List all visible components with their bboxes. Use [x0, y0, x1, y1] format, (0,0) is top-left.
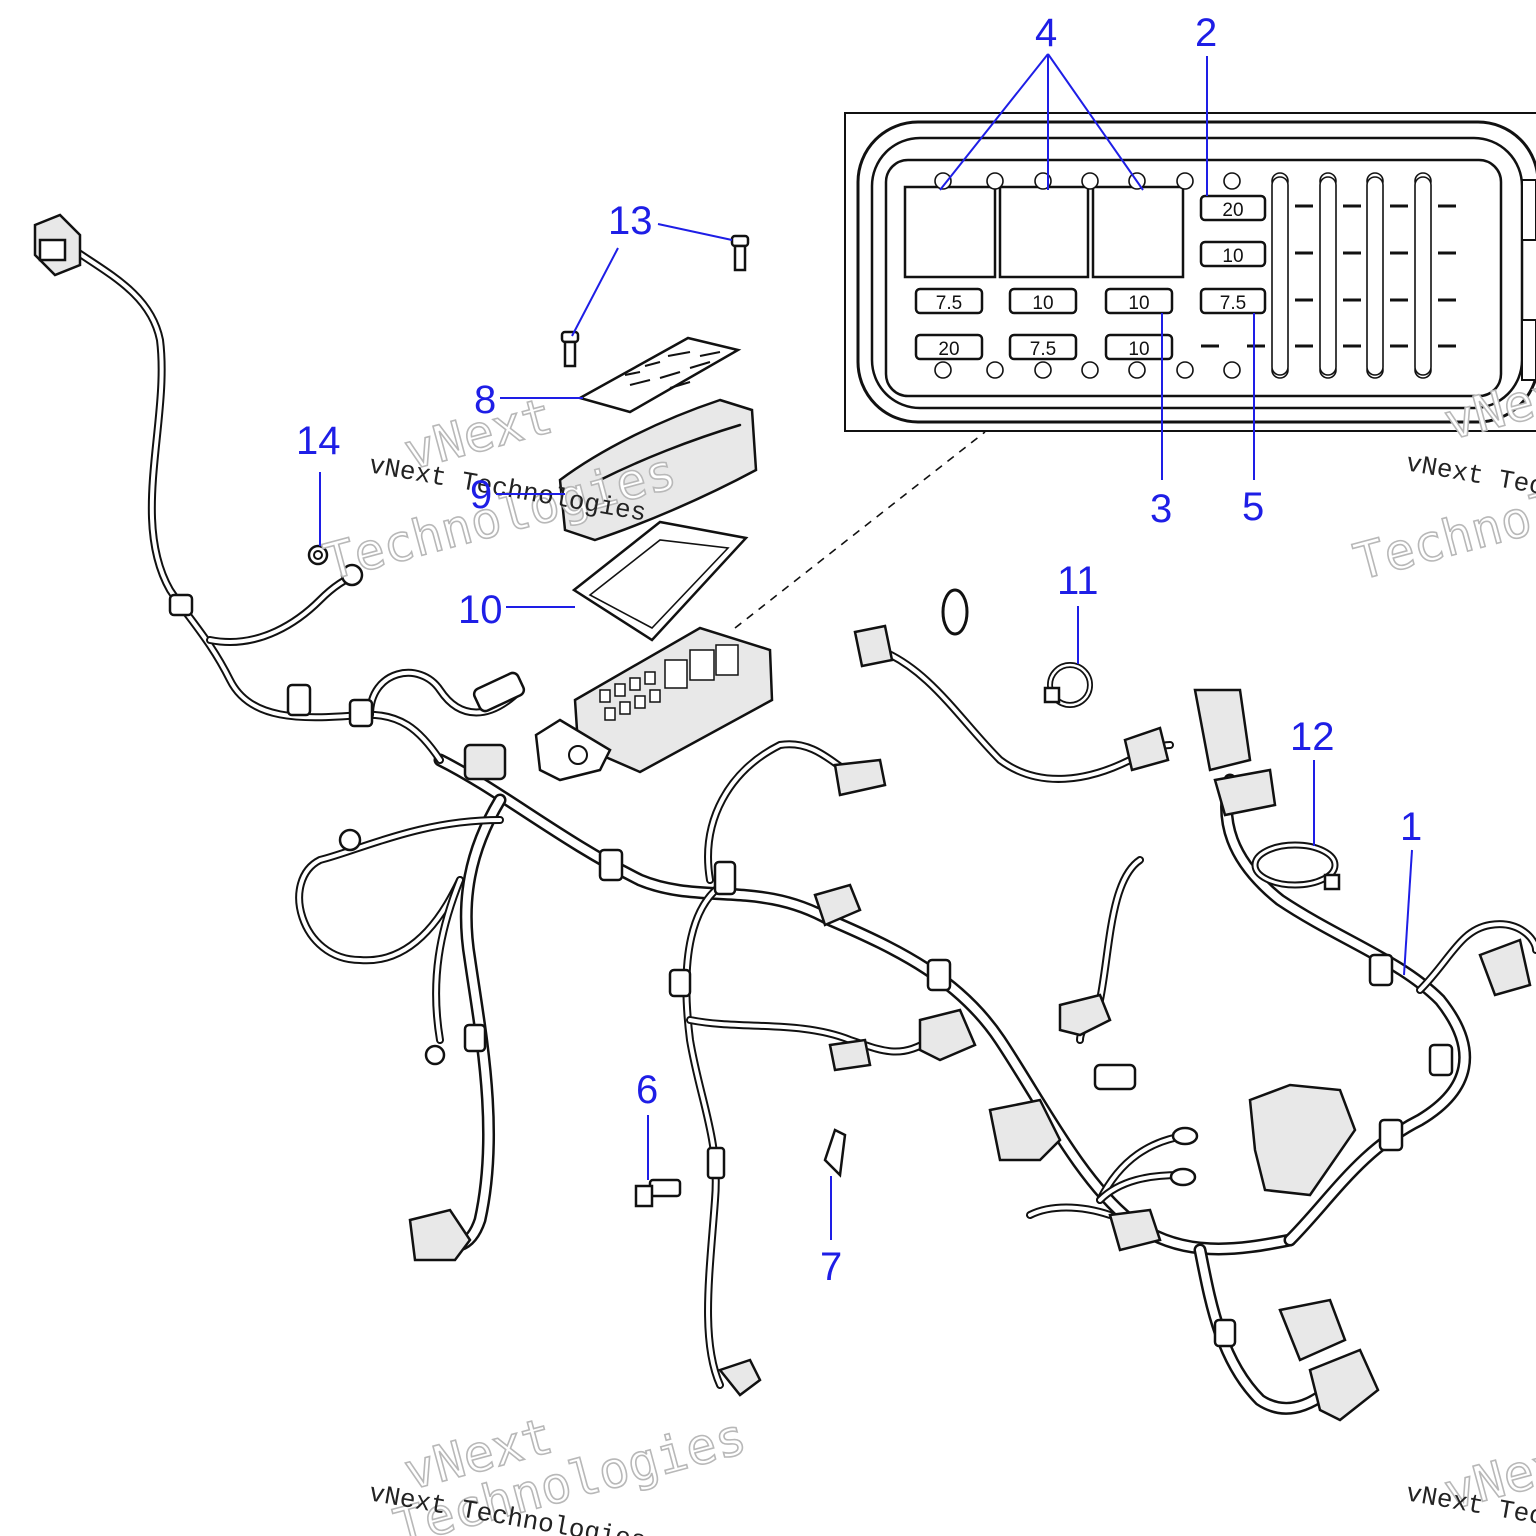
fuse-box-label	[576, 336, 742, 414]
callout-13: 13	[608, 199, 653, 243]
svg-text:10: 10	[1222, 246, 1243, 267]
callout-4: 4	[1035, 11, 1057, 55]
callout-7: 7	[820, 1245, 842, 1289]
svg-text:7.5: 7.5	[1030, 339, 1056, 360]
svg-text:7.5: 7.5	[936, 293, 962, 314]
callout-12: 12	[1290, 715, 1335, 759]
strap-11	[1043, 662, 1093, 708]
connectors	[33, 213, 1532, 1422]
fuse-7-5-middle-lower: 7.5	[1008, 333, 1078, 361]
svg-text:20: 20	[938, 339, 959, 360]
fuse-box-seal	[571, 520, 749, 642]
fuse-7-5-left-upper: 7.5	[914, 287, 984, 315]
svg-text:10: 10	[1032, 293, 1053, 314]
main-harness	[56, 236, 1536, 1415]
relay-3	[1091, 185, 1185, 279]
fuse-box-inset: 20 10 7.5 10 10 20 7.5 10	[844, 112, 1536, 432]
relay-1	[903, 185, 997, 279]
callout-10: 10	[458, 588, 503, 632]
fuse-10-third-lower: 10	[1104, 333, 1174, 361]
fuse-10-third-upper: 10	[1104, 287, 1174, 315]
stud-6	[634, 1178, 682, 1208]
fuse-10-middle-upper: 10	[1008, 287, 1078, 315]
callout-11: 11	[1057, 559, 1099, 603]
callout-14: 14	[296, 419, 341, 463]
screw-13-a	[730, 234, 750, 272]
fuse-10-right: 10	[1199, 240, 1267, 268]
svg-text:10: 10	[1128, 339, 1149, 360]
svg-text:10: 10	[1128, 293, 1149, 314]
callout-6: 6	[636, 1068, 658, 1112]
screw-13-b	[560, 330, 580, 368]
callout-2: 2	[1195, 11, 1217, 55]
strap-12	[1251, 841, 1341, 891]
watermark: vNext Technologies vNext Technologies vN…	[317, 356, 1536, 1536]
fuse-20-top-right: 20	[1199, 194, 1267, 222]
callouts: 4 2 3 5 13 8 9 10 14 11 12 1 6	[296, 11, 1422, 1289]
svg-text:20: 20	[1222, 200, 1243, 221]
svg-text:7.5: 7.5	[1220, 293, 1246, 314]
relay-2	[998, 185, 1090, 279]
ring-terminal-14	[307, 544, 329, 566]
callout-3: 3	[1150, 487, 1172, 531]
fuse-7-5-right: 7.5	[1199, 287, 1267, 315]
callout-5: 5	[1242, 485, 1264, 529]
callout-9: 9	[470, 473, 492, 517]
callout-8: 8	[474, 378, 496, 422]
callout-1: 1	[1400, 805, 1422, 849]
inset-projection-line	[734, 431, 986, 629]
clip-7	[823, 1128, 847, 1178]
fuse-20-left-lower: 20	[914, 333, 984, 361]
fuse-box-assembly	[534, 234, 774, 782]
